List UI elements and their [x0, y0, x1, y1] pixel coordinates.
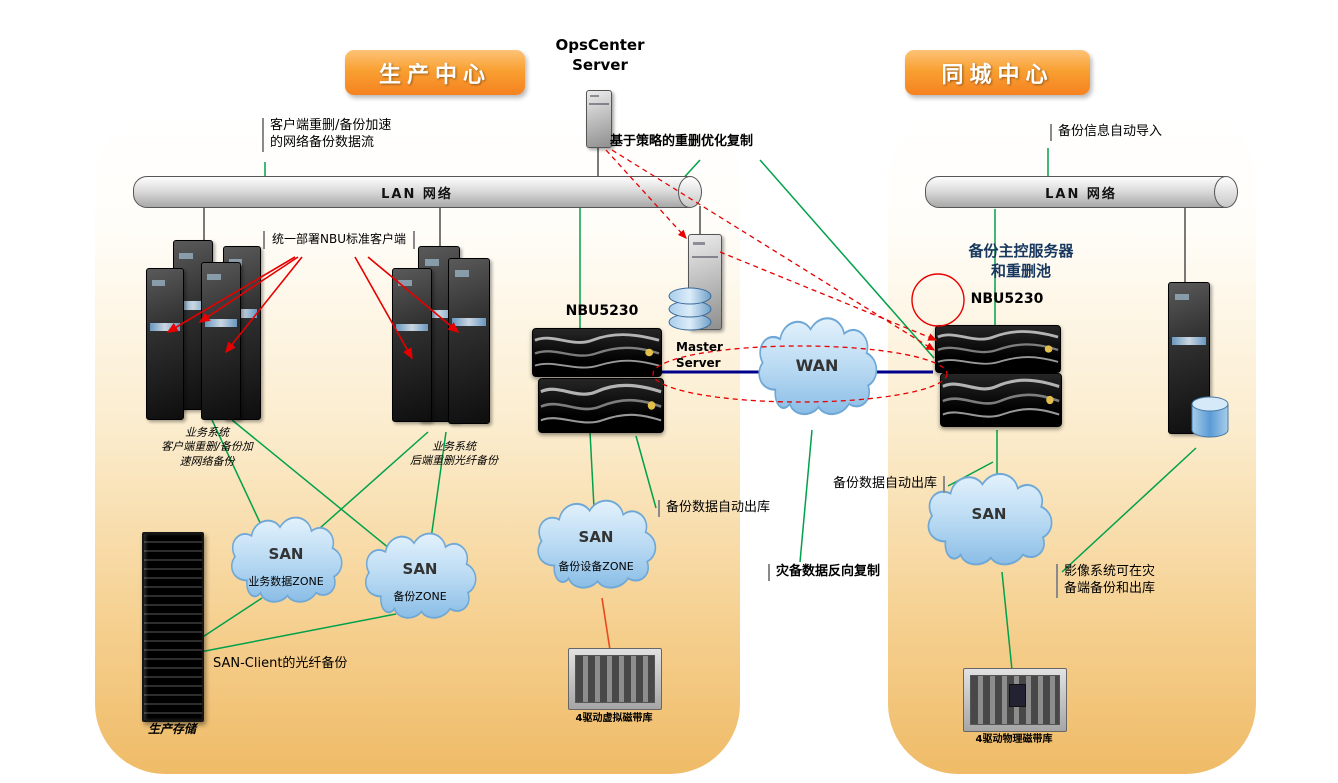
reverse-copy-label: 灾备数据反向复制 — [768, 564, 880, 581]
group2-label: 业务系统 后端重删光纤备份 — [410, 440, 498, 468]
nbu5230-appliance-icon — [532, 328, 662, 377]
production-banner-label: 生产中心 — [378, 62, 491, 88]
lan-pipe-right: LAN 网络 — [925, 176, 1238, 208]
san1-label: SAN — [268, 545, 304, 563]
auto-import-label: 备份信息自动导入 — [1050, 124, 1162, 141]
image-system-server-icon — [1168, 282, 1210, 434]
san2-label: SAN — [402, 560, 438, 578]
server-tower-icon — [448, 258, 490, 424]
nbu5230-appliance-icon — [538, 378, 664, 433]
policy-dedup-copy-label: 基于策略的重删优化复制 — [610, 134, 754, 149]
san3-label: SAN — [578, 528, 614, 546]
wan-label: WAN — [795, 356, 839, 375]
master-server-icon — [688, 234, 722, 330]
lan-right-label: LAN 网络 — [1045, 186, 1117, 202]
server-tower-icon — [201, 262, 241, 420]
image-system-label: 影像系统可在灾 备端备份和出库 — [1056, 564, 1155, 598]
production-banner: 生产中心 — [345, 50, 525, 95]
tape-library-screen — [1008, 683, 1027, 707]
nbu-client-deploy-label: 统一部署NBU标准客户端 — [263, 231, 415, 249]
city-banner: 同城中心 — [905, 50, 1090, 95]
san-client-fiber-label: SAN-Client的光纤备份 — [213, 656, 348, 671]
server-tower-icon — [392, 268, 432, 422]
nbu-left-label: NBU5230 — [565, 303, 639, 319]
nbu5230-appliance-icon — [935, 325, 1061, 373]
tape-library-left-icon — [568, 648, 662, 710]
nbu-right-label: NBU5230 — [970, 291, 1044, 307]
tape-left-label: 4驱动虚拟磁带库 — [575, 713, 653, 724]
production-storage-label: 生产存储 — [147, 722, 196, 736]
auto-export-left-label: 备份数据自动出库 — [658, 500, 770, 517]
tape-library-right-icon — [963, 668, 1067, 732]
opscenter-label: OpsCenter Server — [555, 36, 645, 74]
tape-right-label: 4驱动物理磁带库 — [975, 734, 1053, 745]
lan-pipe-left: LAN 网络 — [133, 176, 702, 208]
nbu5230-appliance-icon — [940, 373, 1062, 427]
server-tower-icon — [146, 268, 184, 420]
lan-left-label: LAN 网络 — [381, 186, 453, 202]
san2-sub-label: 备份ZONE — [393, 590, 447, 603]
san-right-label: SAN — [971, 505, 1007, 523]
master-server-label: Master Server — [676, 340, 723, 370]
san1-sub-label: 业务数据ZONE — [248, 575, 324, 588]
city-banner-label: 同城中心 — [941, 62, 1054, 88]
production-storage-rack-icon — [142, 532, 204, 722]
backup-master-title: 备份主控服务器 和重删池 — [968, 242, 1074, 280]
group1-label: 业务系统 客户端重删/备份加 速网络备份 — [161, 426, 253, 468]
auto-export-right-label: 备份数据自动出库 — [833, 476, 946, 493]
city-region — [888, 112, 1256, 774]
opscenter-server-icon — [586, 90, 612, 148]
san3-sub-label: 备份设备ZONE — [558, 560, 634, 573]
client-dedup-flow-label: 客户端重删/备份加速 的网络备份数据流 — [262, 118, 391, 152]
